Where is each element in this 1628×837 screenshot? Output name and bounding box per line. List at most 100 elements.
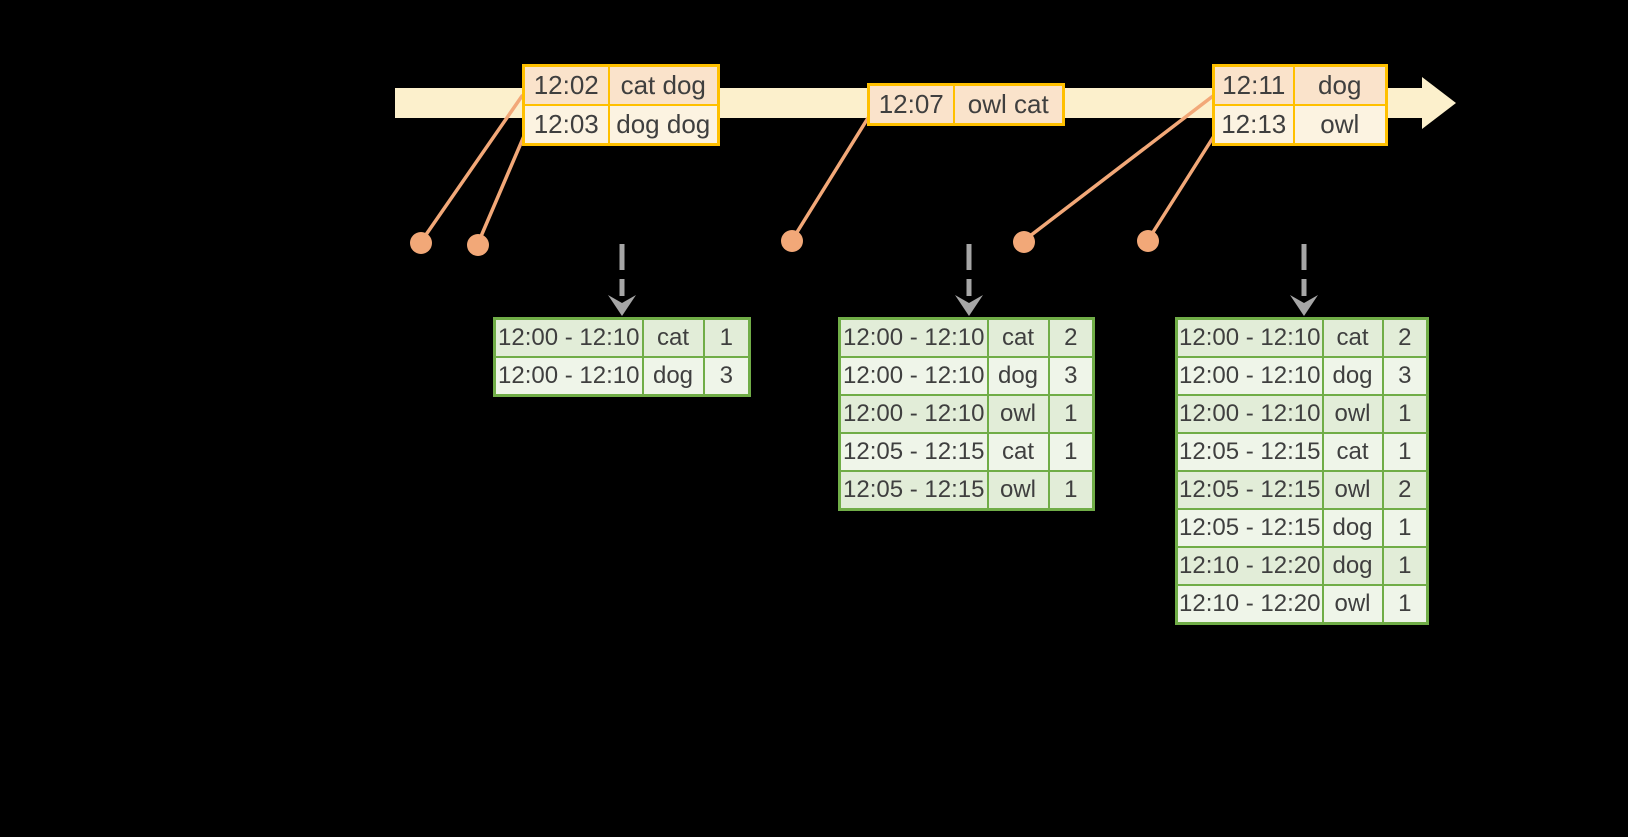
table-cell: 12:00 - 12:10 xyxy=(493,317,644,358)
table-cell: cat xyxy=(641,317,705,358)
table-cell: 3 xyxy=(1381,356,1429,396)
event-dot xyxy=(1137,230,1159,252)
table-cell: owl xyxy=(986,394,1050,434)
table-cell: owl xyxy=(986,470,1050,511)
trigger-arrows xyxy=(608,244,1318,316)
event-dot xyxy=(1013,231,1035,253)
table-cell: 12:00 - 12:10 xyxy=(838,394,989,434)
table-cell: 1 xyxy=(1047,432,1095,472)
table-cell: 12:05 - 12:15 xyxy=(838,470,989,511)
table-cell: cat xyxy=(1321,317,1384,358)
table-cell: 1 xyxy=(1381,508,1429,548)
trigger-down-arrow-icon xyxy=(608,244,636,316)
trigger-down-arrow-icon xyxy=(1290,244,1318,316)
table-cell: 12:05 - 12:15 xyxy=(1175,432,1324,472)
table-cell: 2 xyxy=(1381,317,1429,358)
table-cell: owl xyxy=(1321,470,1384,510)
table-cell: owl xyxy=(1321,584,1384,625)
table-cell: 12:00 - 12:10 xyxy=(838,356,989,396)
table-cell: 12:03 xyxy=(522,104,610,146)
table-cell: 12:05 - 12:15 xyxy=(838,432,989,472)
event-dot xyxy=(781,230,803,252)
table-cell: 1 xyxy=(1047,470,1095,511)
table-cell: dog xyxy=(1321,356,1384,396)
table-cell: dog xyxy=(986,356,1050,396)
table-cell: dog xyxy=(1321,508,1384,548)
table-cell: 12:02 xyxy=(522,64,610,106)
table-cell: 12:05 - 12:15 xyxy=(1175,470,1324,510)
table-cell: 1 xyxy=(1381,394,1429,434)
table-cell: 2 xyxy=(1381,470,1429,510)
table-cell: 3 xyxy=(1047,356,1095,396)
table-cell: dog xyxy=(641,356,705,397)
trigger-down-arrow-icon xyxy=(955,244,983,316)
connector-line xyxy=(792,116,870,239)
table-cell: 1 xyxy=(702,317,751,358)
table-cell: 12:00 - 12:10 xyxy=(1175,317,1324,358)
table-cell: 2 xyxy=(1047,317,1095,358)
table-cell: cat xyxy=(986,317,1050,358)
table-cell: cat xyxy=(986,432,1050,472)
table-cell: 12:05 - 12:15 xyxy=(1175,508,1324,548)
timeline-arrow-head-icon xyxy=(1422,77,1456,129)
table-cell: dog dog xyxy=(607,104,720,146)
table-cell: 12:10 - 12:20 xyxy=(1175,546,1324,586)
table-cell: 1 xyxy=(1381,584,1429,625)
table-cell: 1 xyxy=(1381,432,1429,472)
table-cell: cat xyxy=(1321,432,1384,472)
table-cell: 1 xyxy=(1381,546,1429,586)
table-cell: 12:13 xyxy=(1212,104,1295,146)
table-cell: 3 xyxy=(702,356,751,397)
table-cell: dog xyxy=(1292,64,1388,106)
table-cell: 12:10 - 12:20 xyxy=(1175,584,1324,625)
table-cell: 12:00 - 12:10 xyxy=(1175,356,1324,396)
table-cell: 12:00 - 12:10 xyxy=(838,317,989,358)
table-cell: owl xyxy=(1321,394,1384,434)
table-cell: cat dog xyxy=(607,64,720,106)
table-cell: 12:07 xyxy=(867,83,955,126)
connector-line xyxy=(477,134,526,243)
table-cell: 12:00 - 12:10 xyxy=(493,356,644,397)
table-cell: 12:00 - 12:10 xyxy=(1175,394,1324,434)
table-cell: owl cat xyxy=(952,83,1065,126)
event-dot xyxy=(467,234,489,256)
event-dot xyxy=(410,232,432,254)
table-cell: owl xyxy=(1292,104,1388,146)
event-dots xyxy=(410,230,1159,256)
table-cell: 1 xyxy=(1047,394,1095,434)
connector-line xyxy=(1148,134,1216,239)
table-cell: 12:11 xyxy=(1212,64,1295,106)
